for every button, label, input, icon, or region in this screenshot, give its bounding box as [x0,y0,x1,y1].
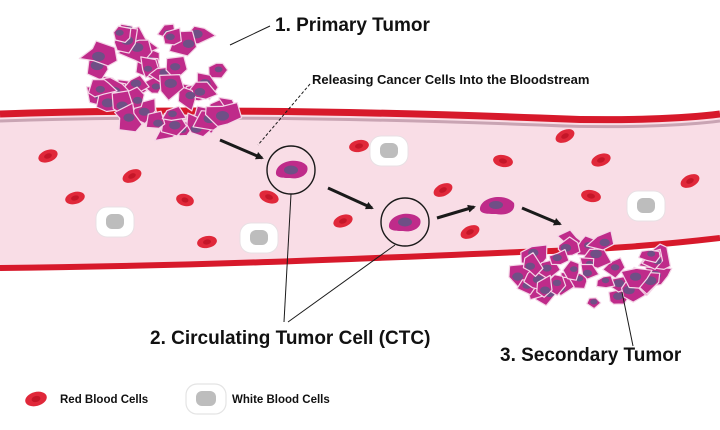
tumor-cell [585,230,615,251]
tumor-cell [177,85,196,112]
circulating-tumor-cells [266,145,515,247]
white-blood-cells [95,135,666,254]
tumor-cell [586,297,602,310]
red-blood-cell [176,193,194,207]
ctc-nucleus [284,165,298,175]
ctc-label: 2. Circulating Tumor Cell (CTC) [150,328,430,349]
ctc-nucleus [398,217,412,227]
ctc-leader-right [287,244,396,323]
ctc-highlight-circle [380,197,430,247]
leader-lines [229,25,634,347]
tumor-cell [162,27,182,46]
red-blood-cell [349,139,369,153]
red-blood-cell [38,149,58,163]
red-blood-cell [259,190,279,204]
tumor-cell [113,102,143,133]
primary-leader [229,25,271,46]
tumor-cell [548,249,570,266]
tumor-cell [536,274,553,298]
red-blood-cell [493,154,513,168]
tumor-cell [602,257,626,279]
legend: Red Blood Cells White Blood Cells [25,383,330,415]
tumor-cell [595,275,616,289]
tumor-cell [161,105,187,122]
tumor-cell [145,110,166,129]
tumor-cell [580,263,600,280]
releasing-dashed-leader [257,83,311,146]
legend-red-cell-icon [25,391,47,407]
red-blood-cell [680,174,700,188]
releasing-label: Releasing Cancer Cells Into the Bloodstr… [312,72,589,87]
red-blood-cells [38,129,700,249]
white-blood-cell [626,190,666,222]
red-blood-cell [333,214,353,228]
red-blood-cell [65,191,85,205]
tumor-cell [112,25,132,44]
arrow [327,186,374,210]
red-blood-cell [460,225,480,239]
ctc-leader-left [283,193,292,323]
secondary-tumor [508,229,673,310]
white-blood-cell [95,206,135,238]
primary-tumor-label: 1. Primary Tumor [275,15,430,36]
vessel-lumen [0,111,720,269]
ctc-nucleus [489,201,503,209]
tumor-cell [159,73,185,102]
tumor-cell [208,62,229,79]
red-blood-cell [122,169,142,183]
legend-white-cell-icon [185,383,227,415]
secondary-tumor-label: 3. Secondary Tumor [500,345,682,366]
tumor-cell [562,259,580,281]
arrow [436,204,476,220]
blood-vessel [0,107,720,271]
secondary-leader [621,291,634,347]
arrow [219,138,264,160]
red-blood-cell [591,153,611,167]
primary-tumor [78,23,243,142]
tumor-cell [87,78,118,98]
tumor-cell [620,267,653,289]
flow-arrows [219,138,562,226]
white-blood-cell [239,222,279,254]
legend-red-label: Red Blood Cells [60,394,148,406]
legend-white-label: White Blood Cells [232,394,330,406]
red-blood-cell [555,129,575,143]
arrow [521,206,562,226]
vessel-wall-bottom [0,235,720,271]
white-blood-cell [369,135,409,167]
red-blood-cell [433,183,453,197]
tumor-cell [204,101,243,128]
red-blood-cell [581,189,601,203]
tumor-cell [140,56,160,79]
tumor-cell [522,252,544,277]
tumor-cell [78,40,118,67]
tumor-cell [637,249,661,264]
red-blood-cell [197,235,217,249]
